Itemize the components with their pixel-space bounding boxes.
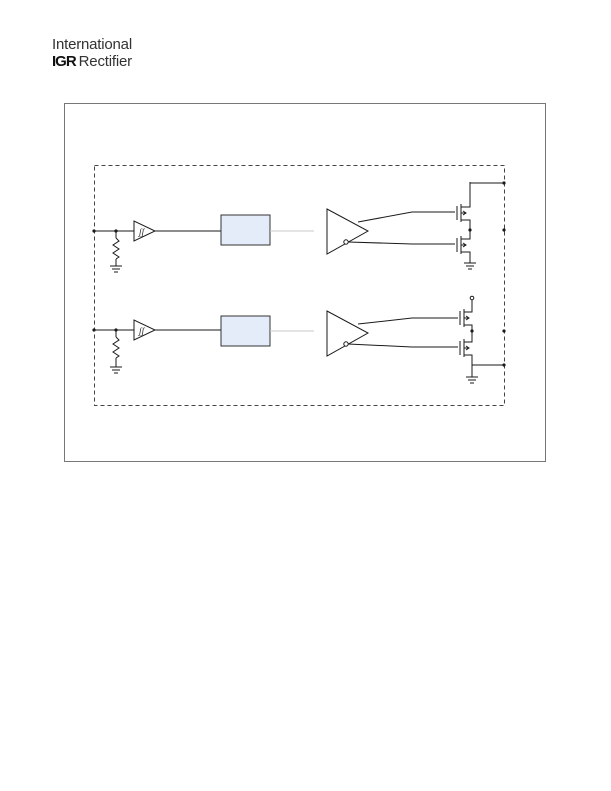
ch1-input-node bbox=[92, 229, 96, 233]
ch1-low-side-mosfet bbox=[456, 230, 471, 263]
ch1-high-side-mosfet bbox=[456, 182, 471, 230]
company-logo: International IGR Rectifier bbox=[52, 36, 132, 70]
ch1-output-driver bbox=[326, 208, 370, 255]
logo-company-line1: International bbox=[52, 36, 132, 53]
logo-company-line2-row: IGR Rectifier bbox=[52, 54, 132, 70]
channel-2 bbox=[92, 295, 506, 384]
outer-frame bbox=[64, 103, 546, 462]
package-boundary bbox=[94, 165, 505, 406]
ch2-driver-inversion-bubble bbox=[343, 341, 349, 347]
ch2-schmitt-buffer bbox=[133, 319, 157, 341]
ch2-logic-block bbox=[220, 315, 271, 347]
ch1-schmitt-label: ʃʃ bbox=[137, 227, 146, 237]
ch1-schmitt-buffer bbox=[133, 220, 157, 242]
ch2-schmitt-label: ʃʃ bbox=[137, 326, 146, 336]
ch1-logic-block bbox=[220, 214, 271, 246]
logo-company-line2: Rectifier bbox=[78, 53, 132, 70]
ch2-low-side-mosfet bbox=[459, 331, 473, 377]
ch2-high-side-mosfet bbox=[459, 298, 473, 331]
logo-mark: IGR bbox=[52, 53, 77, 70]
ch2-pulldown-resistor bbox=[112, 336, 120, 359]
ch1-driver-inversion-bubble bbox=[343, 239, 349, 245]
ch2-output-driver bbox=[326, 310, 370, 357]
ch1-pulldown-resistor bbox=[112, 237, 120, 260]
channel-1 bbox=[92, 181, 506, 273]
ch2-input-node bbox=[92, 328, 96, 332]
ch2-supply-terminal bbox=[469, 295, 475, 301]
